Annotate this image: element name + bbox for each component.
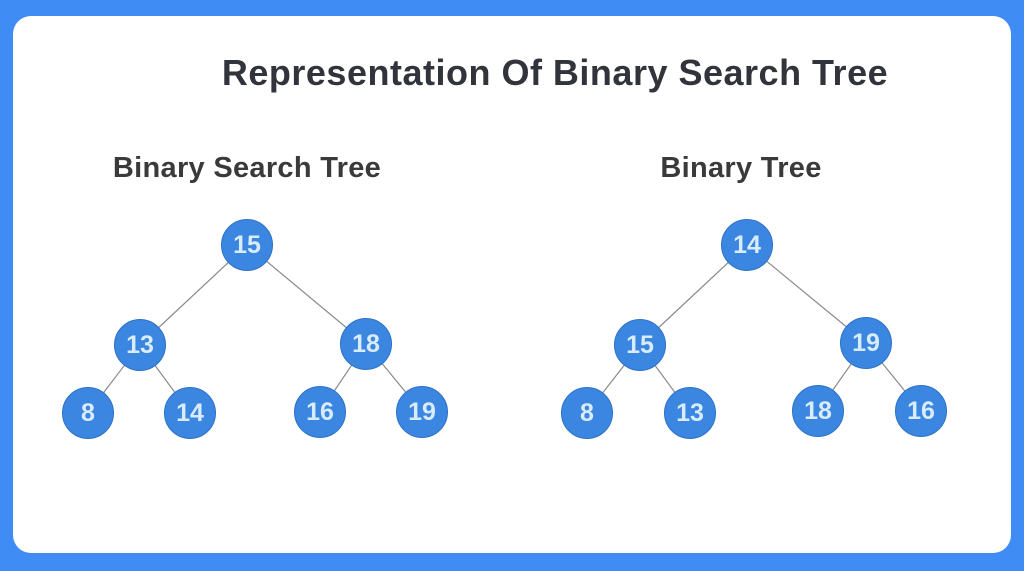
binary-tree-heading: Binary Tree <box>660 152 822 184</box>
bt-node-left-right: 13 <box>664 387 716 439</box>
bst-node-left: 13 <box>114 319 166 371</box>
bt-node-left-left: 8 <box>561 387 613 439</box>
bt-node-left: 15 <box>614 319 666 371</box>
bst-node-left-right: 14 <box>164 387 216 439</box>
bt-node-root: 14 <box>721 219 773 271</box>
bt-node-right: 19 <box>840 317 892 369</box>
bst-node-right-right: 19 <box>396 386 448 438</box>
bt-node-right-left: 18 <box>792 385 844 437</box>
bst-node-right-left: 16 <box>294 386 346 438</box>
bst-node-right: 18 <box>340 318 392 370</box>
diagram-card: Representation Of Binary Search Tree <box>13 16 1011 553</box>
bt-node-right-right: 16 <box>895 385 947 437</box>
bst-node-left-left: 8 <box>62 387 114 439</box>
bst-heading: Binary Search Tree <box>112 152 382 184</box>
page-title: Representation Of Binary Search Tree <box>221 52 889 93</box>
bst-node-root: 15 <box>221 219 273 271</box>
